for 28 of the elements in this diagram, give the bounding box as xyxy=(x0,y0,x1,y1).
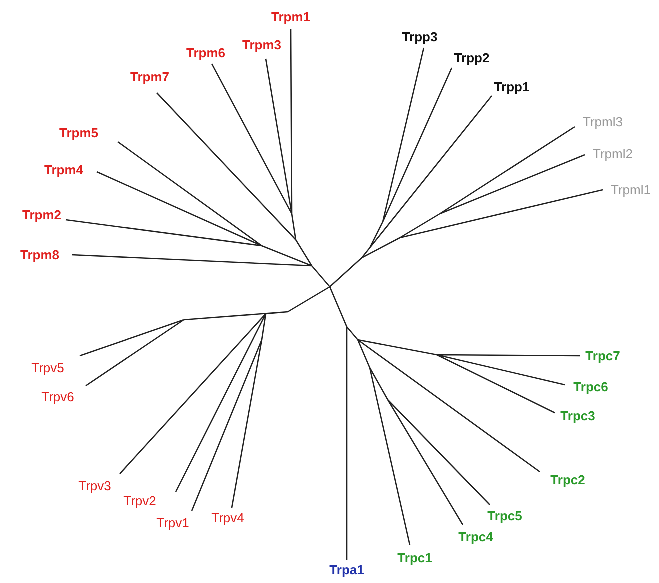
leaf-label: Trpv1 xyxy=(156,516,190,530)
leaf-label: Trpml3 xyxy=(583,116,623,128)
leaf-label: Trpm3 xyxy=(242,38,282,52)
leaf-label: Trpm4 xyxy=(44,164,84,176)
leaf-label: Trpp1 xyxy=(494,80,530,94)
leaf-label: Trpc7 xyxy=(586,350,620,362)
leaf-label: Trpc6 xyxy=(574,380,608,394)
leaf-label: Trpp2 xyxy=(454,52,490,64)
leaf-label: Trpc4 xyxy=(458,530,494,544)
leaf-label: Trpc2 xyxy=(550,474,586,486)
leaf-label: Trpv3 xyxy=(78,480,112,492)
leaf-label: Trpm7 xyxy=(130,70,170,84)
leaf-label: Trpm8 xyxy=(20,248,60,262)
leaf-label: Trpc3 xyxy=(560,410,596,422)
leaf-label: Trpc5 xyxy=(488,510,522,522)
leaf-label: Trpv6 xyxy=(42,390,74,404)
leaf-label: Trpm1 xyxy=(272,10,310,24)
leaf-label: Trpp3 xyxy=(402,30,438,44)
leaf-label: Trpc1 xyxy=(398,552,432,564)
leaf-label: Trpm6 xyxy=(186,46,226,60)
leaf-label: Trpv4 xyxy=(212,512,244,524)
leaf-label: Trpv2 xyxy=(124,494,156,508)
leaf-label: Trpm2 xyxy=(22,208,62,222)
leaf-label: Trpv5 xyxy=(32,362,64,374)
leaf-label: Trpm5 xyxy=(60,126,98,140)
leaf-label: Trpa1 xyxy=(330,564,364,576)
leaf-label: Trpml2 xyxy=(593,148,633,160)
leaf-label: Trpml1 xyxy=(611,184,651,196)
